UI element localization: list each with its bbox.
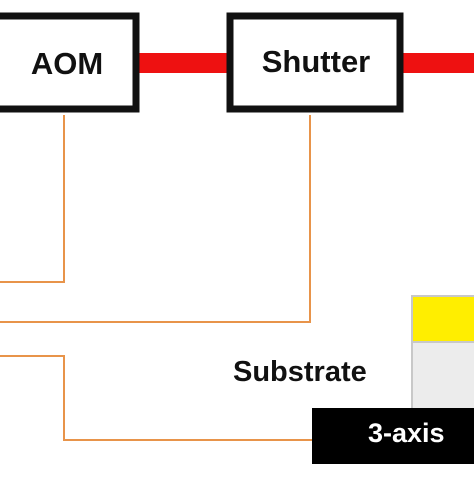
shutter-label: Shutter — [261, 44, 371, 79]
aom-label: AOM — [30, 46, 104, 81]
stage-block — [312, 408, 474, 464]
wire-shutter-controller — [0, 115, 311, 323]
wire-stage-controller — [0, 355, 312, 441]
sample-top-layer — [411, 295, 474, 343]
laser-beam-shutter-out — [400, 53, 474, 73]
sample-body — [411, 341, 474, 411]
aom-box — [0, 12, 140, 113]
substrate-label: Substrate — [233, 356, 367, 388]
laser-beam-aom-shutter — [136, 53, 236, 73]
shutter-box — [226, 12, 404, 113]
stage-label: 3-axis — [368, 418, 445, 448]
wire-aom-controller — [0, 115, 65, 283]
